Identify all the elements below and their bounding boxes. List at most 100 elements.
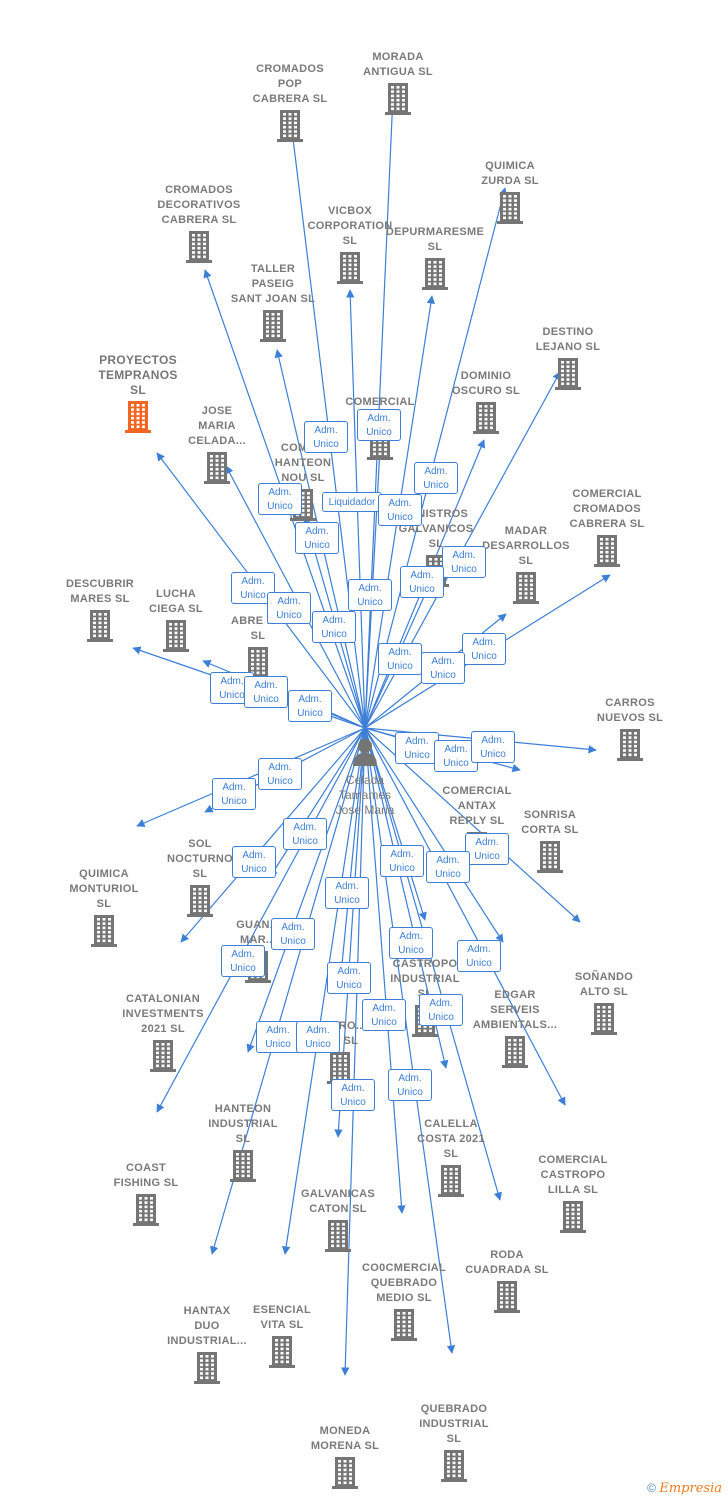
company-node[interactable]: CARROS NUEVOS SL (565, 696, 695, 761)
company-node[interactable]: LUCHA CIEGA SL (111, 587, 241, 652)
company-node[interactable]: QUIMICA ZURDA SL (445, 159, 575, 224)
company-node[interactable]: COMERCIAL CASTROPO LILLA SL (508, 1153, 638, 1233)
company-node[interactable]: QUIMICA MONTURIOL SL (39, 867, 169, 947)
role-badge[interactable]: Adm. Unico (462, 633, 506, 665)
edge-36 (364, 727, 406, 1214)
company-name: QUIMICA ZURDA SL (481, 160, 539, 187)
company-name: DEPURMARESME SL (385, 226, 485, 253)
company-node[interactable]: COAST FISHING SL (81, 1161, 211, 1226)
company-name: COMERCIAL ANTAX REPLY SL (442, 785, 512, 827)
role-badge[interactable]: Adm. Unico (283, 818, 327, 850)
building-icon (441, 1450, 467, 1482)
role-badge[interactable]: Adm. Unico (258, 483, 302, 515)
company-name: DESTINO LEJANO SL (535, 326, 601, 353)
company-name: COAST FISHING SL (113, 1162, 179, 1189)
role-badge[interactable]: Adm. Unico (288, 690, 332, 722)
company-node[interactable]: CROMADOS DECORATIVOS CABRERA SL (134, 183, 264, 263)
role-badge[interactable]: Adm. Unico (258, 758, 302, 790)
role-badge[interactable]: Adm. Unico (232, 846, 276, 878)
company-node[interactable]: CATALONIAN INVESTMENTS 2021 SL (98, 992, 228, 1072)
company-node[interactable]: DESTINO LEJANO SL (503, 325, 633, 390)
role-badge[interactable]: Adm. Unico (212, 778, 256, 810)
company-name: DESCUBRIR MARES SL (65, 578, 135, 605)
company-node[interactable]: JOSE MARIA CELADA... (152, 404, 282, 484)
company-node[interactable]: DESCUBRIR MARES SL (35, 577, 165, 642)
role-badge[interactable]: Adm. Unico (388, 1069, 432, 1101)
company-node[interactable]: MORADA ANTIGUA SL (333, 50, 463, 115)
company-node[interactable]: MONEDA MORENA SL (280, 1424, 410, 1489)
edge-2 (364, 187, 508, 729)
company-name: ESENCIAL VITA SL (252, 1304, 312, 1331)
role-badge[interactable]: Adm. Unico (295, 522, 339, 554)
company-name: MADAR DESARROLLOS SL (482, 525, 570, 567)
building-icon (269, 1336, 295, 1368)
role-badge[interactable]: Adm. Unico (414, 462, 458, 494)
company-node[interactable]: SONRISA CORTA SL (485, 808, 615, 873)
role-badge[interactable]: Adm. Unico (331, 1079, 375, 1111)
edge-28 (180, 727, 366, 943)
company-name: TALLER PASEIG SANT JOAN SL (230, 263, 316, 305)
role-badge[interactable]: Adm. Unico (312, 611, 356, 643)
company-node[interactable]: MADAR DESARROLLOS SL (461, 524, 591, 604)
role-badge[interactable]: Adm. Unico (419, 994, 463, 1026)
company-node[interactable]: SOL NOCTURNO SL (135, 837, 265, 917)
role-badge[interactable]: Adm. Unico (442, 546, 486, 578)
company-node[interactable]: CALELLA COSTA 2021 SL (386, 1117, 516, 1197)
role-badge[interactable]: Adm. Unico (271, 918, 315, 950)
role-badge[interactable]: Adm. Unico (378, 643, 422, 675)
role-badge[interactable]: Adm. Unico (389, 927, 433, 959)
role-badge[interactable]: Adm. Unico (325, 877, 369, 909)
role-badge[interactable]: Adm. Unico (362, 999, 406, 1031)
company-node[interactable]: HANTEON INDUSTRIAL SL (178, 1102, 308, 1182)
company-node[interactable]: VICBOX CORPORATION SL (285, 204, 415, 284)
role-badge[interactable]: Adm. Unico (400, 566, 444, 598)
building-icon (204, 452, 230, 484)
company-node[interactable]: ESENCIAL VITA SL (217, 1303, 347, 1368)
role-badge[interactable]: Adm. Unico (421, 652, 465, 684)
company-node[interactable]: CO0CMERCIAL QUEBRADO MEDIO SL (339, 1261, 469, 1341)
role-badge[interactable]: Adm. Unico (434, 740, 478, 772)
company-node[interactable]: SOÑANDO ALTO SL (539, 970, 669, 1035)
building-icon (186, 231, 212, 263)
edge-23 (136, 727, 366, 827)
company-node[interactable]: TALLER PASEIG SANT JOAN SL (208, 262, 338, 342)
company-node[interactable]: GALVANICAS CATON SL (273, 1187, 403, 1252)
company-node[interactable]: DEPURMARESME SL (370, 225, 500, 290)
company-node[interactable]: CROMADOS POP CABRERA SL (225, 62, 355, 142)
role-badge[interactable]: Adm. Unico (267, 592, 311, 624)
role-badge[interactable]: Adm. Unico (221, 945, 265, 977)
company-node[interactable]: QUEBRADO INDUSTRIAL SL (389, 1402, 519, 1482)
company-name: PROYECTOS TEMPRANOS SL (98, 353, 178, 397)
footer-brand[interactable]: © Empresia (647, 1481, 722, 1496)
role-badge[interactable]: Adm. Unico (348, 579, 392, 611)
role-badge[interactable]: Adm. Unico (244, 676, 288, 708)
company-name: CALELLA COSTA 2021 SL (417, 1118, 485, 1160)
edge-29 (336, 727, 366, 986)
company-node[interactable]: EDGAR SERVEIS AMBIENTALS... (450, 988, 580, 1068)
role-badge[interactable]: Adm. Unico (304, 421, 348, 453)
role-badge[interactable]: Adm. Unico (471, 731, 515, 763)
building-icon (163, 620, 189, 652)
role-badge[interactable]: Adm. Unico (395, 732, 439, 764)
role-badge[interactable]: Adm. Unico (357, 409, 401, 441)
building-icon (337, 252, 363, 284)
role-badge[interactable]: Adm. Unico (457, 940, 501, 972)
role-badge[interactable]: Adm. Unico (256, 1021, 300, 1053)
company-node[interactable]: HANTAX DUO INDUSTRIAL... (142, 1304, 272, 1384)
company-node[interactable]: RODA CUADRADA SL (442, 1248, 572, 1313)
company-name: MORADA ANTIGUA SL (363, 51, 433, 78)
role-badge[interactable]: Adm. Unico (380, 845, 424, 877)
role-badge[interactable]: Adm. Unico (327, 962, 371, 994)
role-badge[interactable]: Adm. Unico (296, 1021, 340, 1053)
company-name: SOL NOCTURNO SL (167, 838, 233, 880)
role-badge[interactable]: Adm. Unico (465, 833, 509, 865)
role-badge[interactable]: Adm. Unico (378, 494, 422, 526)
center-person-node[interactable]: Celada Tamames Jose Maria (327, 738, 403, 818)
role-badge[interactable]: Adm. Unico (426, 851, 470, 883)
company-node[interactable]: PROYECTOS TEMPRANOS SL (73, 353, 203, 433)
company-node[interactable]: COMERCIAL CROMADOS CABRERA SL (542, 487, 672, 567)
company-node[interactable]: DOMINIO OSCURO SL (421, 369, 551, 434)
role-badge[interactable]: Liquidador (322, 492, 382, 512)
company-name: CO0CMERCIAL QUEBRADO MEDIO SL (362, 1262, 446, 1304)
company-name: COMERCIAL CASTROPO LILLA SL (538, 1154, 608, 1196)
